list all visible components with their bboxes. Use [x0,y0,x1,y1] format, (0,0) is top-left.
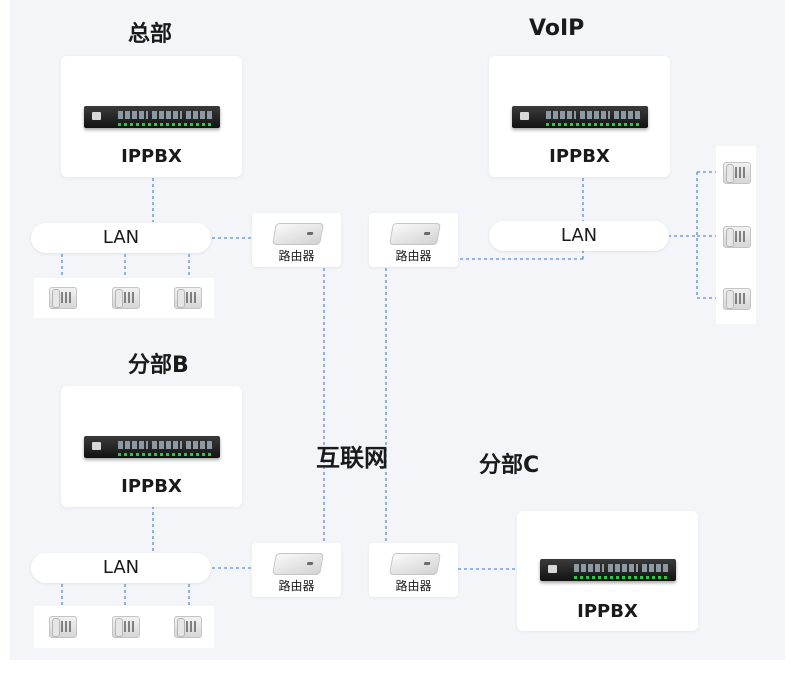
desk-phone-icon [112,287,140,309]
desk-phone-icon [723,226,751,248]
branch-c-title: 分部C [479,453,540,478]
router-icon [272,553,324,575]
router-icon [272,223,324,245]
desk-phone-icon [112,616,140,638]
branch-b-lan: LAN [31,553,211,583]
hq-title: 总部 [128,22,173,47]
voip-phone-group [716,146,756,324]
desk-phone-icon [49,616,77,638]
voip-lan: LAN [489,221,669,251]
hq-ippbx-card: IPPBX [61,56,242,177]
branch-b-ippbx-label: IPPBX [121,476,182,497]
branch-c-ippbx-card: IPPBX [517,511,698,631]
router-icon [389,553,441,575]
voip-title: VoIP [529,16,585,41]
ippbx-device-icon [84,436,220,458]
hq-lan: LAN [31,223,211,253]
ippbx-device-icon [84,106,220,128]
hq-router-label: 路由器 [278,249,315,263]
branch-c-ippbx-label: IPPBX [577,601,638,622]
branch-c-router-label: 路由器 [395,579,432,593]
voip-router-card: 路由器 [369,213,458,267]
branch-b-phone-group [34,606,214,648]
branch-b-router-card: 路由器 [252,543,341,597]
voip-router-label: 路由器 [395,249,432,263]
internet-label: 互联网 [316,444,388,472]
desk-phone-icon [174,287,202,309]
branch-b-router-label: 路由器 [278,579,315,593]
ippbx-device-icon [512,106,648,128]
branch-c-router-card: 路由器 [369,543,458,597]
branch-b-ippbx-card: IPPBX [61,386,242,507]
desk-phone-icon [49,287,77,309]
desk-phone-icon [174,616,202,638]
desk-phone-icon [723,162,751,184]
voip-ippbx-label: IPPBX [549,146,610,167]
branch-b-title: 分部B [128,353,189,378]
hq-router-card: 路由器 [252,213,341,267]
voip-ippbx-card: IPPBX [489,56,670,177]
hq-ippbx-label: IPPBX [121,146,182,167]
desk-phone-icon [723,288,751,310]
router-icon [389,223,441,245]
hq-phone-group [34,278,214,318]
ippbx-device-icon [540,559,676,581]
